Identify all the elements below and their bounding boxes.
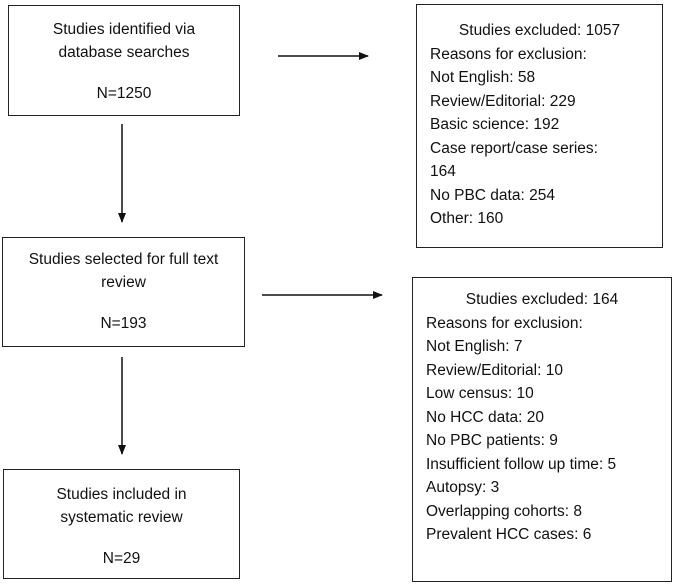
identified-box: Studies identified via database searches… [8, 5, 240, 116]
excluded-1-reason: Basic science: 192 [430, 116, 560, 133]
excluded-1-reason: Review/Editorial: 229 [430, 92, 576, 110]
excluded-2-reason: Insufficient follow up time: 5 [426, 455, 617, 473]
excluded-2-reason: Low census: 10 [426, 385, 534, 402]
full-text-box: Studies selected for full text review N=… [2, 237, 245, 347]
full-text-title-line2: review [101, 274, 146, 291]
identified-count: N=1250 [96, 85, 152, 102]
full-text-count: N=193 [100, 315, 147, 332]
included-title-line1: Studies included in [56, 486, 187, 503]
excluded-2-reason: Review/Editorial: 10 [426, 361, 563, 379]
excluded-2-reason: No HCC data: 20 [426, 408, 545, 426]
excluded-2-reason: Prevalent HCC cases: 6 [426, 526, 592, 543]
full-text-title-line1: Studies selected for full text [28, 251, 219, 268]
excluded-1-reason: Case report/case series: [430, 139, 598, 157]
included-box: Studies included in systematic review N=… [3, 469, 240, 579]
excluded-2-reason: No PBC patients: 9 [426, 432, 558, 449]
excluded-2-reason: Autopsy: 3 [426, 479, 500, 496]
excluded-2-reason: Reasons for exclusion: [426, 314, 583, 332]
identified-title-line1: Studies identified via [52, 21, 196, 38]
excluded-2-reason: Not English: 7 [426, 338, 523, 355]
excluded-1-reason: Not English: 58 [430, 69, 536, 86]
included-title-line2: systematic review [60, 509, 183, 526]
excluded-1-reason: 164 [430, 163, 456, 180]
excluded-box-1: Studies excluded: 1057 Reasons for exclu… [416, 4, 663, 248]
identified-title-line2: database searches [58, 44, 190, 61]
excluded-box-2: Studies excluded: 164 Reasons for exclus… [412, 277, 672, 582]
excluded-1-reason: Other: 160 [430, 210, 504, 227]
excluded-2-heading: Studies excluded: 164 [465, 291, 619, 308]
excluded-1-reason: No PBC data: 254 [430, 186, 555, 204]
included-count: N=29 [102, 550, 141, 567]
excluded-2-reason: Overlapping cohorts: 8 [426, 502, 582, 520]
excluded-1-heading: Studies excluded: 1057 [458, 22, 621, 39]
excluded-1-reason: Reasons for exclusion: [430, 45, 587, 63]
